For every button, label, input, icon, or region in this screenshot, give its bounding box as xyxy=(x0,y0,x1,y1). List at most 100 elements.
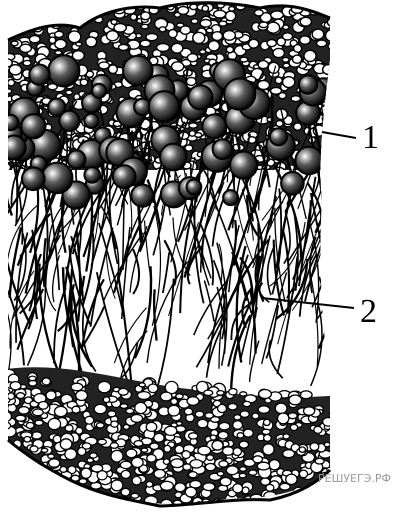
cortex-cell xyxy=(331,125,343,133)
algal-cell xyxy=(160,144,187,171)
cortex-cell xyxy=(243,429,253,437)
cortex-cell xyxy=(66,506,77,513)
cortex-cell xyxy=(21,457,30,466)
cortex-cell xyxy=(114,502,121,506)
cortex-cell xyxy=(96,501,105,509)
callout-label-2: 2 xyxy=(360,293,377,330)
hypha-strand xyxy=(322,117,331,242)
cortex-cell xyxy=(170,508,178,513)
cortex-cell xyxy=(23,472,35,479)
cortex-cell xyxy=(187,397,199,406)
cortex-cell xyxy=(220,478,231,486)
cortex-cell xyxy=(65,425,73,432)
cortex-cell xyxy=(4,467,13,476)
cortex-cell xyxy=(258,406,270,413)
cortex-cell xyxy=(312,485,322,492)
cortex-cell xyxy=(132,476,141,485)
cortex-cell xyxy=(163,459,169,465)
cortex-cell xyxy=(168,405,180,416)
cortex-cell xyxy=(268,506,275,511)
cortex-cell xyxy=(314,426,322,433)
cortex-cell xyxy=(122,501,133,511)
cortex-cell xyxy=(176,394,183,399)
cortex-cell xyxy=(197,419,207,427)
cortex-cell xyxy=(17,498,29,509)
cortex-cell xyxy=(229,389,237,395)
cortex-cell xyxy=(265,502,272,508)
algal-cell xyxy=(299,75,317,93)
cortex-cell xyxy=(38,508,50,513)
cortex-cell xyxy=(330,114,337,119)
cortex-cell xyxy=(164,445,171,452)
cortex-cell xyxy=(19,500,31,512)
cortex-cell xyxy=(120,461,131,468)
cortex-cell xyxy=(299,447,305,452)
cortex-cell xyxy=(202,6,208,12)
cortex-cell xyxy=(52,13,64,23)
cortex-cell xyxy=(275,403,287,413)
cortex-cell xyxy=(0,416,8,426)
cortex-cell xyxy=(42,490,48,496)
cortex-cell xyxy=(239,473,246,478)
cortex-cell xyxy=(14,9,23,16)
cortex-cell xyxy=(160,481,173,490)
algal-cell xyxy=(92,84,106,98)
callout-label-1: 1 xyxy=(362,119,379,156)
cortex-cell xyxy=(165,426,177,435)
cortex-cell xyxy=(0,490,11,500)
cortex-cell xyxy=(106,499,113,505)
cortex-cell xyxy=(293,55,302,63)
cortex-cell xyxy=(57,482,66,487)
cortex-cell xyxy=(60,439,72,450)
cortex-cell xyxy=(9,16,17,22)
cortex-cell xyxy=(187,54,197,62)
cortex-cell xyxy=(233,504,245,513)
cortex-cell xyxy=(335,466,342,471)
cortex-cell xyxy=(27,14,34,20)
cortex-cell xyxy=(219,423,230,430)
cortex-cell xyxy=(81,468,91,478)
cortex-cell xyxy=(5,506,12,511)
cortex-cell xyxy=(326,115,333,121)
cortex-cell xyxy=(0,483,6,490)
cortex-cell xyxy=(252,413,259,419)
cortex-cell xyxy=(219,461,228,467)
algal-cell xyxy=(187,180,202,195)
cortex-cell xyxy=(8,80,15,86)
cortex-cell xyxy=(203,483,215,491)
cortex-cell xyxy=(253,456,263,463)
cortex-cell xyxy=(312,29,324,39)
cortex-cell xyxy=(90,453,97,458)
cortex-cell xyxy=(159,27,166,32)
cortex-cell xyxy=(12,4,23,12)
cortex-cell xyxy=(68,31,80,43)
cortex-cell xyxy=(289,395,302,405)
cortex-cell xyxy=(31,473,39,478)
cortex-cell xyxy=(35,420,43,425)
cortex-cell xyxy=(333,491,342,499)
cortex-cell xyxy=(326,30,338,41)
cortex-cell xyxy=(97,471,107,480)
algal-cell xyxy=(29,65,49,85)
cortex-cell xyxy=(17,504,27,513)
cortex-cell xyxy=(121,470,130,478)
algal-cell xyxy=(131,185,153,207)
cortex-cell xyxy=(297,509,309,513)
cortex-cell xyxy=(66,90,73,95)
cortex-cell xyxy=(139,383,145,387)
cortex-cell xyxy=(327,143,340,154)
cortex-cell xyxy=(3,422,11,428)
cortex-cell xyxy=(146,422,157,431)
algal-cell xyxy=(22,168,45,191)
cortex-cell xyxy=(103,397,109,403)
cortex-cell xyxy=(134,441,143,447)
cortex-cell xyxy=(226,11,236,21)
cortex-cell xyxy=(288,413,297,419)
cortex-cell xyxy=(24,11,33,18)
cortex-cell xyxy=(88,505,96,512)
cortex-cell xyxy=(269,460,280,470)
cortex-cell xyxy=(330,91,339,99)
cortex-cell xyxy=(16,393,24,399)
cortex-cell xyxy=(0,487,5,495)
